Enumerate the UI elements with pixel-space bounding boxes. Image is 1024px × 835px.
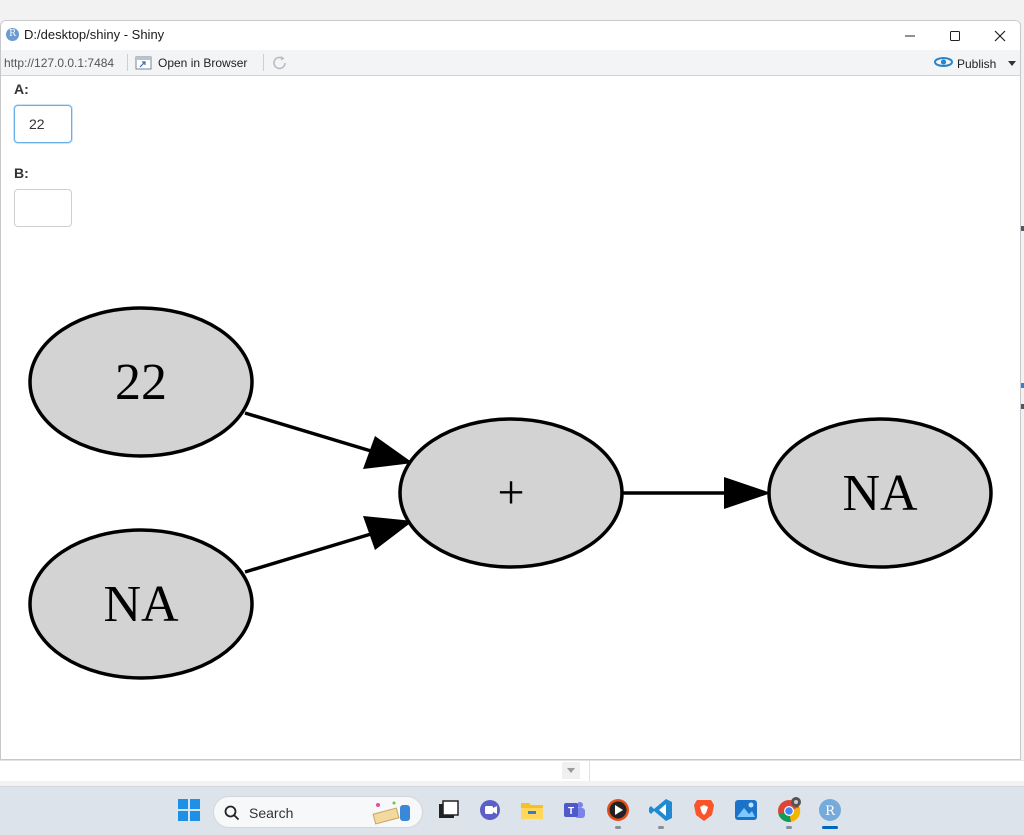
refresh-icon xyxy=(273,56,286,70)
maximize-icon xyxy=(950,31,960,41)
toolbar-divider xyxy=(127,54,128,71)
bottom-pane-bar xyxy=(0,760,1024,781)
node-output-label: NA xyxy=(842,465,918,522)
search-highlight-icon xyxy=(372,801,410,825)
node-input-b: NA xyxy=(28,528,254,680)
running-indicator xyxy=(658,826,664,829)
node-input-a-label: 22 xyxy=(115,354,167,411)
shiny-window: R D:/desktop/shiny - Shiny http://127.0.… xyxy=(0,20,1021,760)
teams-icon: T xyxy=(564,802,585,818)
file-explorer-icon xyxy=(521,803,543,819)
photos-button[interactable] xyxy=(733,797,759,823)
title-bar: R D:/desktop/shiny - Shiny xyxy=(1,21,1020,50)
window-title: D:/desktop/shiny - Shiny xyxy=(24,27,165,42)
input-b-label: B: xyxy=(14,165,29,181)
brave-button[interactable] xyxy=(691,797,717,823)
chat-button[interactable] xyxy=(477,797,503,823)
minimize-icon xyxy=(905,35,915,37)
active-app-indicator xyxy=(822,826,838,829)
chevron-down-icon xyxy=(1008,61,1016,66)
node-output: NA xyxy=(767,417,993,569)
running-indicator xyxy=(615,826,621,829)
scroll-edge-marker xyxy=(1021,383,1024,388)
node-input-b-label: NA xyxy=(103,576,179,633)
chevron-down-icon xyxy=(567,768,575,773)
arrowhead xyxy=(363,436,413,469)
close-icon xyxy=(994,30,1006,42)
teams-button[interactable]: T xyxy=(561,797,587,823)
search-icon xyxy=(224,805,240,821)
brave-icon xyxy=(694,800,714,821)
photos-icon xyxy=(735,800,757,820)
pane-divider xyxy=(589,761,590,781)
media-player-icon xyxy=(607,799,629,821)
input-b-field[interactable] xyxy=(14,189,72,227)
minimize-button[interactable] xyxy=(887,21,933,50)
open-in-browser-label: Open in Browser xyxy=(158,56,248,70)
edge-a-to-plus xyxy=(244,411,372,453)
chrome-button[interactable] xyxy=(776,797,802,823)
windows-start-icon xyxy=(178,799,200,821)
arrowhead xyxy=(724,477,771,509)
scroll-edge-marker xyxy=(1021,226,1024,231)
chat-icon xyxy=(480,800,500,820)
refresh-button[interactable] xyxy=(271,54,289,77)
vscode-button[interactable] xyxy=(648,797,674,823)
toolbar-divider xyxy=(263,54,264,71)
edge-b-to-plus xyxy=(244,532,372,574)
start-button[interactable] xyxy=(176,797,202,823)
vscode-icon xyxy=(649,799,672,821)
open-in-browser-icon xyxy=(135,56,152,70)
node-operator: + xyxy=(398,417,624,569)
node-input-a: 22 xyxy=(28,306,254,458)
publish-label: Publish xyxy=(957,57,997,71)
scroll-edge-marker xyxy=(1021,404,1024,409)
input-a-field[interactable] xyxy=(14,105,72,143)
close-button[interactable] xyxy=(977,21,1020,50)
arrowhead xyxy=(363,516,413,550)
task-view-button[interactable] xyxy=(435,797,461,823)
taskbar-search[interactable]: Search xyxy=(213,796,423,828)
svg-text:T: T xyxy=(568,806,574,817)
scroll-down-button[interactable] xyxy=(562,762,580,779)
file-explorer-button[interactable] xyxy=(519,797,545,823)
rstudio-icon: R xyxy=(819,799,841,821)
search-placeholder: Search xyxy=(249,805,294,821)
publish-icon xyxy=(934,57,953,67)
rstudio-button[interactable]: R xyxy=(817,797,843,823)
input-a-label: A: xyxy=(14,81,29,97)
maximize-button[interactable] xyxy=(932,21,978,50)
svg-text:R: R xyxy=(825,804,836,819)
viewer-toolbar: http://127.0.0.1:7484 Open in Browser Pu… xyxy=(1,50,1020,76)
task-view-icon xyxy=(439,800,459,818)
url-text: http://127.0.0.1:7484 xyxy=(4,56,115,70)
chrome-icon xyxy=(778,797,801,822)
running-indicator xyxy=(786,826,792,829)
media-player-button[interactable] xyxy=(605,797,631,823)
node-operator-label: + xyxy=(497,466,524,519)
r-app-icon: R xyxy=(6,28,19,41)
windows-taskbar: Search T R xyxy=(0,786,1024,835)
app-content: A: B: 22 NA + xyxy=(1,76,1020,759)
computation-graph: 22 NA + NA xyxy=(28,306,993,680)
